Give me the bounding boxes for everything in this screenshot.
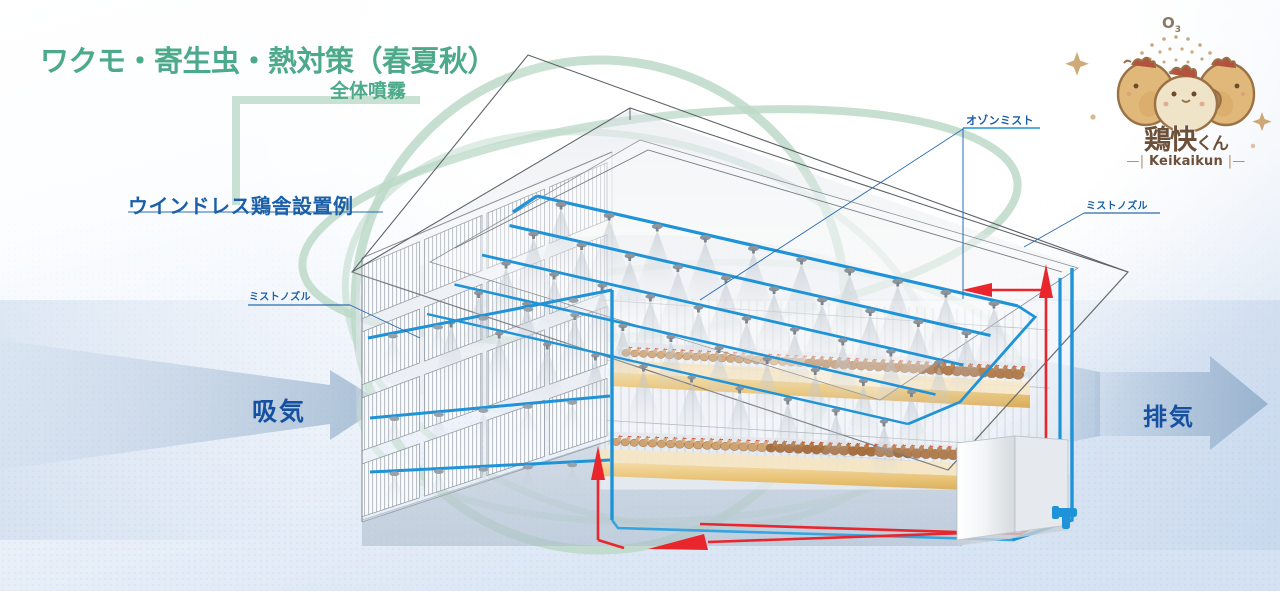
keikaikun-logo: O3	[1098, 8, 1274, 176]
page-subtitle: 全体噴霧	[330, 80, 407, 102]
wall-mist-pipes	[367, 288, 614, 520]
ozone-generator-cabinet	[956, 435, 1069, 546]
water-valve-icon	[1052, 506, 1077, 529]
sparkle-icons	[1065, 52, 1272, 149]
house-example-label: ウインドレス鶏舎設置例	[128, 194, 354, 218]
page-title: ワクモ・寄生虫・熱対策（春夏秋）	[40, 44, 497, 78]
ozone-formula: O3	[1162, 14, 1182, 35]
intake-arrow	[0, 340, 385, 470]
mist-nozzle-callout-left: ミストノズル	[249, 292, 311, 303]
logo-name-en: —| Keikaikun |—	[1126, 154, 1246, 169]
mist-nozzle-callout-right: ミストノズル	[1086, 201, 1148, 212]
logo-name-jp: 鶏快くん	[1144, 125, 1229, 156]
exhaust-label: 排気	[1143, 403, 1195, 431]
intake-label: 吸気	[252, 397, 307, 426]
wall-mist-nozzles	[378, 298, 588, 505]
ozone-mist-callout: オゾンミスト	[966, 114, 1034, 127]
ceiling-mist-cones	[431, 208, 1020, 483]
hen-center	[1153, 64, 1222, 134]
callout-leaders	[128, 127, 1160, 339]
logo-artwork	[1116, 35, 1256, 134]
ceiling-mist-pipes	[426, 194, 1038, 427]
